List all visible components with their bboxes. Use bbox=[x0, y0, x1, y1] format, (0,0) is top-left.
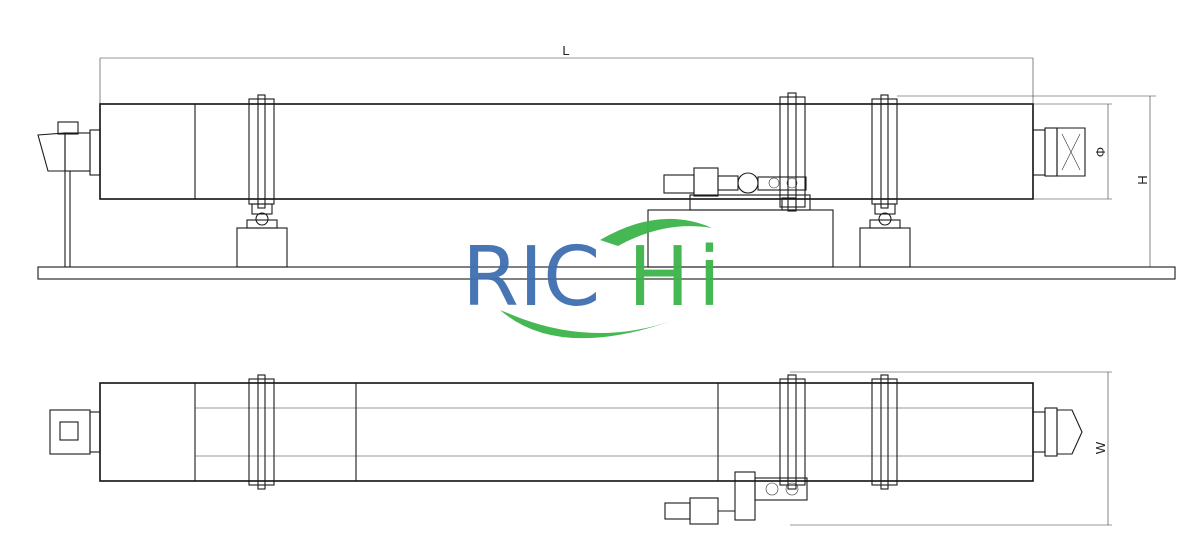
side-view: L bbox=[37, 43, 1176, 280]
discharge-plan bbox=[1032, 407, 1083, 457]
hot-air-section-plan bbox=[99, 382, 196, 482]
logo-swoosh-top bbox=[600, 218, 712, 246]
logo-text-i: i bbox=[698, 230, 721, 325]
feed-inlet-hood bbox=[37, 121, 101, 267]
diameter-label: Φ bbox=[1093, 147, 1108, 157]
girth-gear-plan bbox=[779, 378, 806, 486]
logo-text-h: H bbox=[628, 230, 690, 325]
drive-unit-plan bbox=[664, 471, 808, 525]
dryer-drum bbox=[99, 103, 1034, 200]
riding-ring-right-plan bbox=[871, 378, 898, 486]
riding-ring-right bbox=[871, 94, 898, 209]
length-dimension: L bbox=[99, 43, 1034, 104]
support-roller-left bbox=[236, 203, 288, 268]
ground-slab bbox=[37, 266, 1176, 280]
hot-air-section bbox=[99, 103, 196, 200]
drive-unit bbox=[663, 167, 811, 211]
height-label: H bbox=[1135, 175, 1150, 184]
riding-ring-left bbox=[248, 94, 275, 209]
roller-foundation-left bbox=[236, 227, 288, 268]
girth-gear bbox=[779, 92, 806, 212]
dryer-drum-plan bbox=[99, 382, 1034, 482]
logo-text-ric: RIC bbox=[462, 230, 600, 325]
logo-swoosh-bottom bbox=[500, 310, 680, 339]
brand-logo: RIC H i bbox=[462, 218, 721, 339]
plan-view: W bbox=[49, 371, 1112, 526]
feed-inlet-plan bbox=[49, 409, 101, 455]
width-dimension: W bbox=[790, 371, 1112, 526]
width-label: W bbox=[1093, 441, 1108, 454]
roller-foundation-right bbox=[859, 227, 911, 268]
diameter-dimension: Φ bbox=[897, 103, 1112, 200]
support-roller-right bbox=[859, 203, 911, 268]
discharge-hood bbox=[1032, 127, 1086, 177]
riding-ring-left-plan bbox=[248, 378, 275, 486]
height-dimension: H bbox=[897, 95, 1156, 267]
length-label: L bbox=[562, 43, 569, 58]
